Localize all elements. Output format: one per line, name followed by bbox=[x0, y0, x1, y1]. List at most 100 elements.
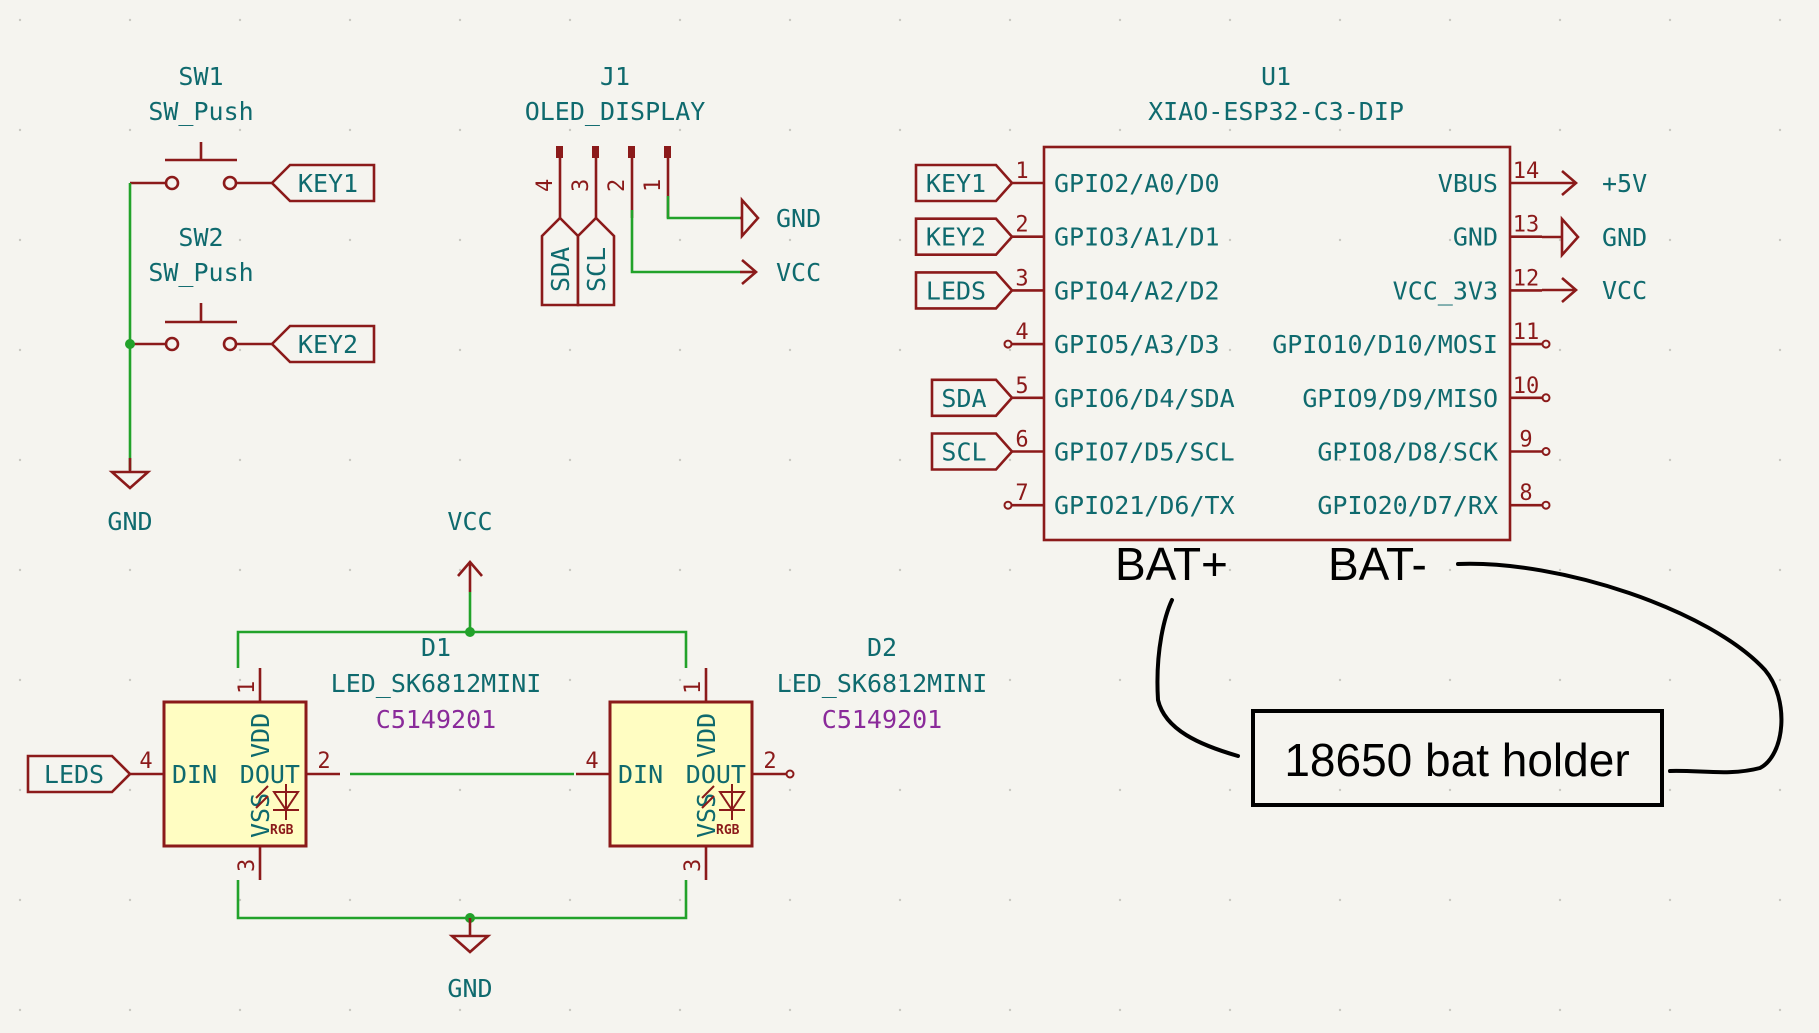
label-key2-mcu[interactable]: KEY2 bbox=[914, 217, 1014, 256]
grid-dot bbox=[1228, 18, 1232, 22]
label-sda-mcu[interactable]: SDA bbox=[930, 378, 1014, 418]
grid-dot bbox=[898, 458, 902, 462]
grid-dot bbox=[238, 898, 242, 902]
grid-dot bbox=[238, 18, 242, 22]
u1-pin-number: 11 bbox=[1513, 320, 1540, 345]
key1-flag bbox=[270, 163, 376, 203]
u1-pin-name: GPIO6/D4/SDA bbox=[1054, 384, 1235, 413]
vcc-label-leds: VCC bbox=[447, 507, 492, 536]
switch-ground-wire[interactable] bbox=[125, 183, 135, 470]
bat-holder-label: 18650 bat holder bbox=[1284, 734, 1629, 786]
junction-dot-vcc bbox=[465, 627, 475, 637]
grid-dot bbox=[788, 1008, 792, 1012]
u1-pin-7[interactable]: 7 GPIO21/D6/TX bbox=[1003, 481, 1235, 520]
label-leds-led[interactable]: LEDS bbox=[26, 754, 132, 794]
led-ref: D1 bbox=[421, 633, 451, 662]
mcu-flag-text: SCL bbox=[941, 438, 986, 467]
grid-dot bbox=[458, 238, 462, 242]
grid-dot bbox=[1448, 238, 1452, 242]
grid-dot bbox=[898, 238, 902, 242]
led-lcsc: C5149201 bbox=[376, 705, 496, 734]
grid-dot bbox=[1118, 898, 1122, 902]
u1-pin-number: 13 bbox=[1513, 213, 1540, 238]
label-key1-switch[interactable]: KEY1 bbox=[270, 163, 376, 203]
key1-flag-text: KEY1 bbox=[298, 169, 358, 198]
u1-pin-name: GPIO21/D6/TX bbox=[1054, 491, 1235, 520]
grid-dot bbox=[18, 458, 22, 462]
leds-flag-text: LEDS bbox=[44, 760, 104, 789]
grid-dot bbox=[678, 128, 682, 132]
j1-gnd-wire[interactable] bbox=[666, 196, 740, 220]
u1-pin-number: 7 bbox=[1015, 481, 1028, 506]
u1-ref: U1 bbox=[1261, 62, 1291, 91]
grid-dot bbox=[348, 1008, 352, 1012]
label-leds-mcu[interactable]: LEDS bbox=[914, 271, 1014, 310]
grid-dot bbox=[1118, 238, 1122, 242]
grid-dot bbox=[1668, 238, 1672, 242]
no-connect-marker bbox=[1003, 339, 1013, 349]
grid-dot bbox=[568, 1008, 572, 1012]
grid-dot bbox=[458, 568, 462, 572]
grid-dot bbox=[1668, 18, 1672, 22]
mcu-flag-text: KEY2 bbox=[926, 223, 986, 252]
gnd-j1-triangle bbox=[740, 196, 760, 240]
j1-pin-body-1 bbox=[664, 146, 671, 158]
j1-vcc-wire[interactable] bbox=[630, 210, 740, 274]
led-vdd-text: VDD bbox=[246, 713, 275, 758]
scl-flag bbox=[576, 216, 616, 307]
bat-plus-label: BAT+ bbox=[1115, 538, 1228, 590]
grid-dot bbox=[1778, 678, 1782, 682]
grid-dot bbox=[458, 18, 462, 22]
sda-flag bbox=[540, 216, 580, 307]
junction-dot bbox=[125, 339, 135, 349]
label-scl-mcu[interactable]: SCL bbox=[930, 432, 1014, 471]
connector-j1[interactable]: J1 OLED_DISPLAY 4 3 2 1 bbox=[525, 62, 706, 218]
grid-dot bbox=[1008, 898, 1012, 902]
no-connect-marker bbox=[1541, 393, 1551, 403]
switch-sw2[interactable]: SW2 SW_Push bbox=[130, 223, 272, 352]
grid-dot bbox=[1338, 18, 1342, 22]
grid-dot bbox=[1338, 788, 1342, 792]
grid-dot bbox=[1558, 1008, 1562, 1012]
grid-dot bbox=[568, 788, 572, 792]
mcu-flag bbox=[914, 217, 1014, 256]
led-pinnum-2: 2 bbox=[317, 749, 330, 774]
label-sda-connector[interactable]: SDA bbox=[540, 216, 580, 307]
grid-dot bbox=[1118, 458, 1122, 462]
label-key1-mcu[interactable]: KEY1 bbox=[914, 163, 1014, 203]
label-key2-switch[interactable]: KEY2 bbox=[270, 324, 376, 364]
led-pinnum-3: 3 bbox=[235, 859, 260, 872]
grid-dot bbox=[458, 788, 462, 792]
led-vdd-text: VDD bbox=[692, 713, 721, 758]
grid-dot bbox=[678, 678, 682, 682]
grid-dot bbox=[1778, 1008, 1782, 1012]
grid-dot bbox=[18, 238, 22, 242]
sw2-contact-b bbox=[222, 336, 238, 352]
no-connect-marker bbox=[1541, 447, 1551, 456]
grid-dot bbox=[1338, 568, 1342, 572]
grid-dot bbox=[238, 568, 242, 572]
switch-sw1[interactable]: SW1 SW_Push bbox=[130, 62, 272, 191]
u1-pin-name: GPIO8/D8/SCK bbox=[1317, 438, 1498, 467]
grid-dot bbox=[898, 1008, 902, 1012]
grid-dot bbox=[1558, 348, 1562, 352]
grid-dot bbox=[568, 678, 572, 682]
label-scl-connector[interactable]: SCL bbox=[576, 216, 616, 307]
grid-dot bbox=[898, 788, 902, 792]
